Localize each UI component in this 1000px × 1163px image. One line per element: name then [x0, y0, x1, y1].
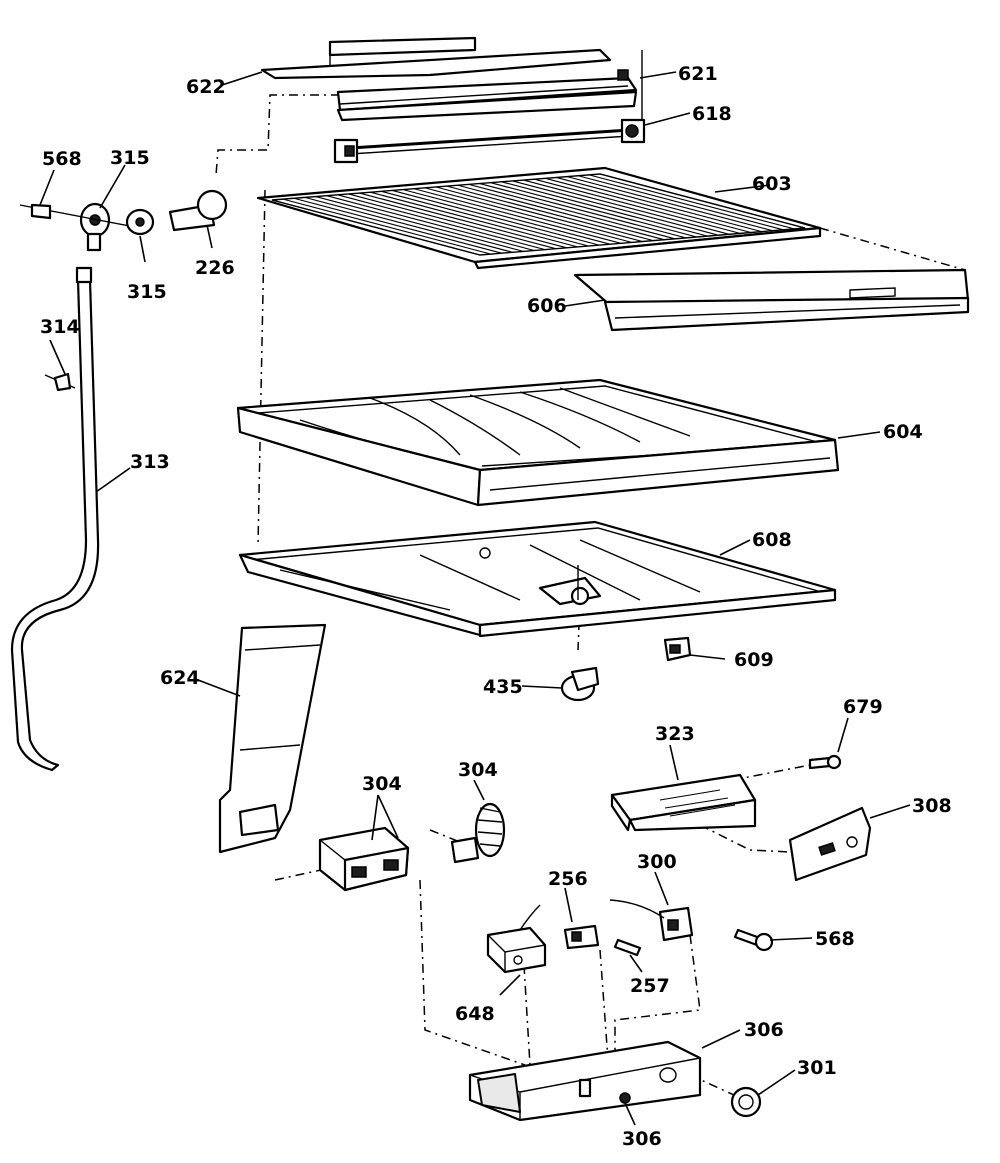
shelf-slat-line — [468, 183, 676, 240]
shelf-slat-line — [315, 196, 524, 252]
part-609-clip — [663, 636, 692, 662]
shelf-slat-line — [282, 198, 491, 255]
callout-257: 257 — [630, 975, 670, 997]
callout-604: 604 — [883, 421, 923, 443]
callout-313: 313 — [130, 451, 170, 473]
shelf-603-slats — [271, 173, 806, 256]
callout-609: 609 — [734, 649, 774, 671]
part-603-shelf-cover — [256, 166, 970, 332]
shelf-slat-line — [435, 186, 643, 243]
callout-308: 308 — [912, 795, 952, 817]
part-308-plate — [788, 806, 872, 882]
callout-labels: 622 621 618 568 315 315 226 603 606 314 … — [40, 63, 952, 1150]
shelf-slat-line — [446, 185, 654, 242]
part-301-knob — [730, 1086, 762, 1118]
callout-323: 323 — [655, 723, 695, 745]
callout-226: 226 — [195, 257, 235, 279]
callout-304: 304 — [458, 759, 498, 781]
leader-lines — [39, 71, 911, 1126]
shelf-slat-line — [545, 177, 751, 234]
shelf-slat-line — [304, 196, 513, 253]
callout-618: 618 — [692, 103, 732, 125]
callout-304: 304 — [362, 773, 402, 795]
callout-306: 306 — [744, 1019, 784, 1041]
callout-435: 435 — [483, 676, 523, 698]
shelf-slat-line — [457, 184, 665, 241]
part-604-crisper-pan — [236, 378, 840, 507]
shelf-slat-line — [512, 180, 719, 236]
shelf-slat-line — [523, 179, 730, 235]
shelf-slat-line — [534, 178, 741, 234]
part-304-control — [318, 802, 506, 892]
callout-624: 624 — [160, 667, 200, 689]
shelf-slat-line — [413, 188, 621, 244]
callout-648: 648 — [455, 1003, 495, 1025]
callout-315: 315 — [110, 147, 150, 169]
part-648-relay — [486, 904, 547, 974]
callout-608: 608 — [752, 529, 792, 551]
callout-679: 679 — [843, 696, 883, 718]
shelf-slat-line — [337, 194, 546, 251]
shelf-slat-line — [567, 176, 773, 232]
callout-621: 621 — [678, 63, 718, 85]
shelf-slat-line — [359, 192, 567, 249]
callout-306: 306 — [622, 1128, 662, 1150]
shelf-slat-line — [326, 195, 535, 252]
shelf-slat-line — [501, 181, 708, 237]
shelf-slat-line — [479, 183, 686, 239]
shelf-slat-line — [348, 193, 556, 250]
part-618-rod — [333, 50, 646, 164]
callout-622: 622 — [186, 76, 226, 98]
shelf-slat-line — [370, 191, 578, 248]
shelf-slat-line — [381, 190, 589, 247]
shelf-slat-line — [403, 189, 611, 245]
callout-256: 256 — [548, 868, 588, 890]
shelf-slat-line — [293, 197, 502, 254]
part-622-top-cover — [260, 36, 612, 80]
part-306-control-box — [468, 1040, 702, 1122]
part-257-screw — [613, 938, 642, 957]
water-tube-assembly — [10, 189, 228, 772]
part-608-pan — [238, 520, 837, 638]
part-323-housing — [610, 773, 757, 832]
part-621-bar — [336, 69, 638, 122]
shelf-slat-line — [599, 173, 806, 229]
part-679-screw — [808, 754, 842, 770]
shelf-slat-line — [490, 182, 697, 238]
shelf-slat-line — [424, 187, 632, 243]
callout-568: 568 — [42, 148, 82, 170]
shelf-slat-line — [577, 175, 784, 231]
callout-315: 315 — [127, 281, 167, 303]
part-256-switch — [563, 924, 600, 950]
callout-301: 301 — [797, 1057, 837, 1079]
shelf-slat-line — [271, 199, 481, 256]
callout-606: 606 — [527, 295, 567, 317]
part-435-knob — [560, 666, 600, 702]
callout-314: 314 — [40, 316, 80, 338]
part-568-screw — [733, 928, 774, 952]
shelf-slat-line — [556, 176, 762, 233]
callout-568: 568 — [815, 928, 855, 950]
callout-603: 603 — [752, 173, 792, 195]
part-624-bracket — [218, 623, 327, 854]
part-300-thermostat — [609, 899, 694, 942]
shelf-slat-line — [392, 189, 600, 246]
callout-300: 300 — [637, 851, 677, 873]
shelf-slat-line — [588, 174, 795, 230]
